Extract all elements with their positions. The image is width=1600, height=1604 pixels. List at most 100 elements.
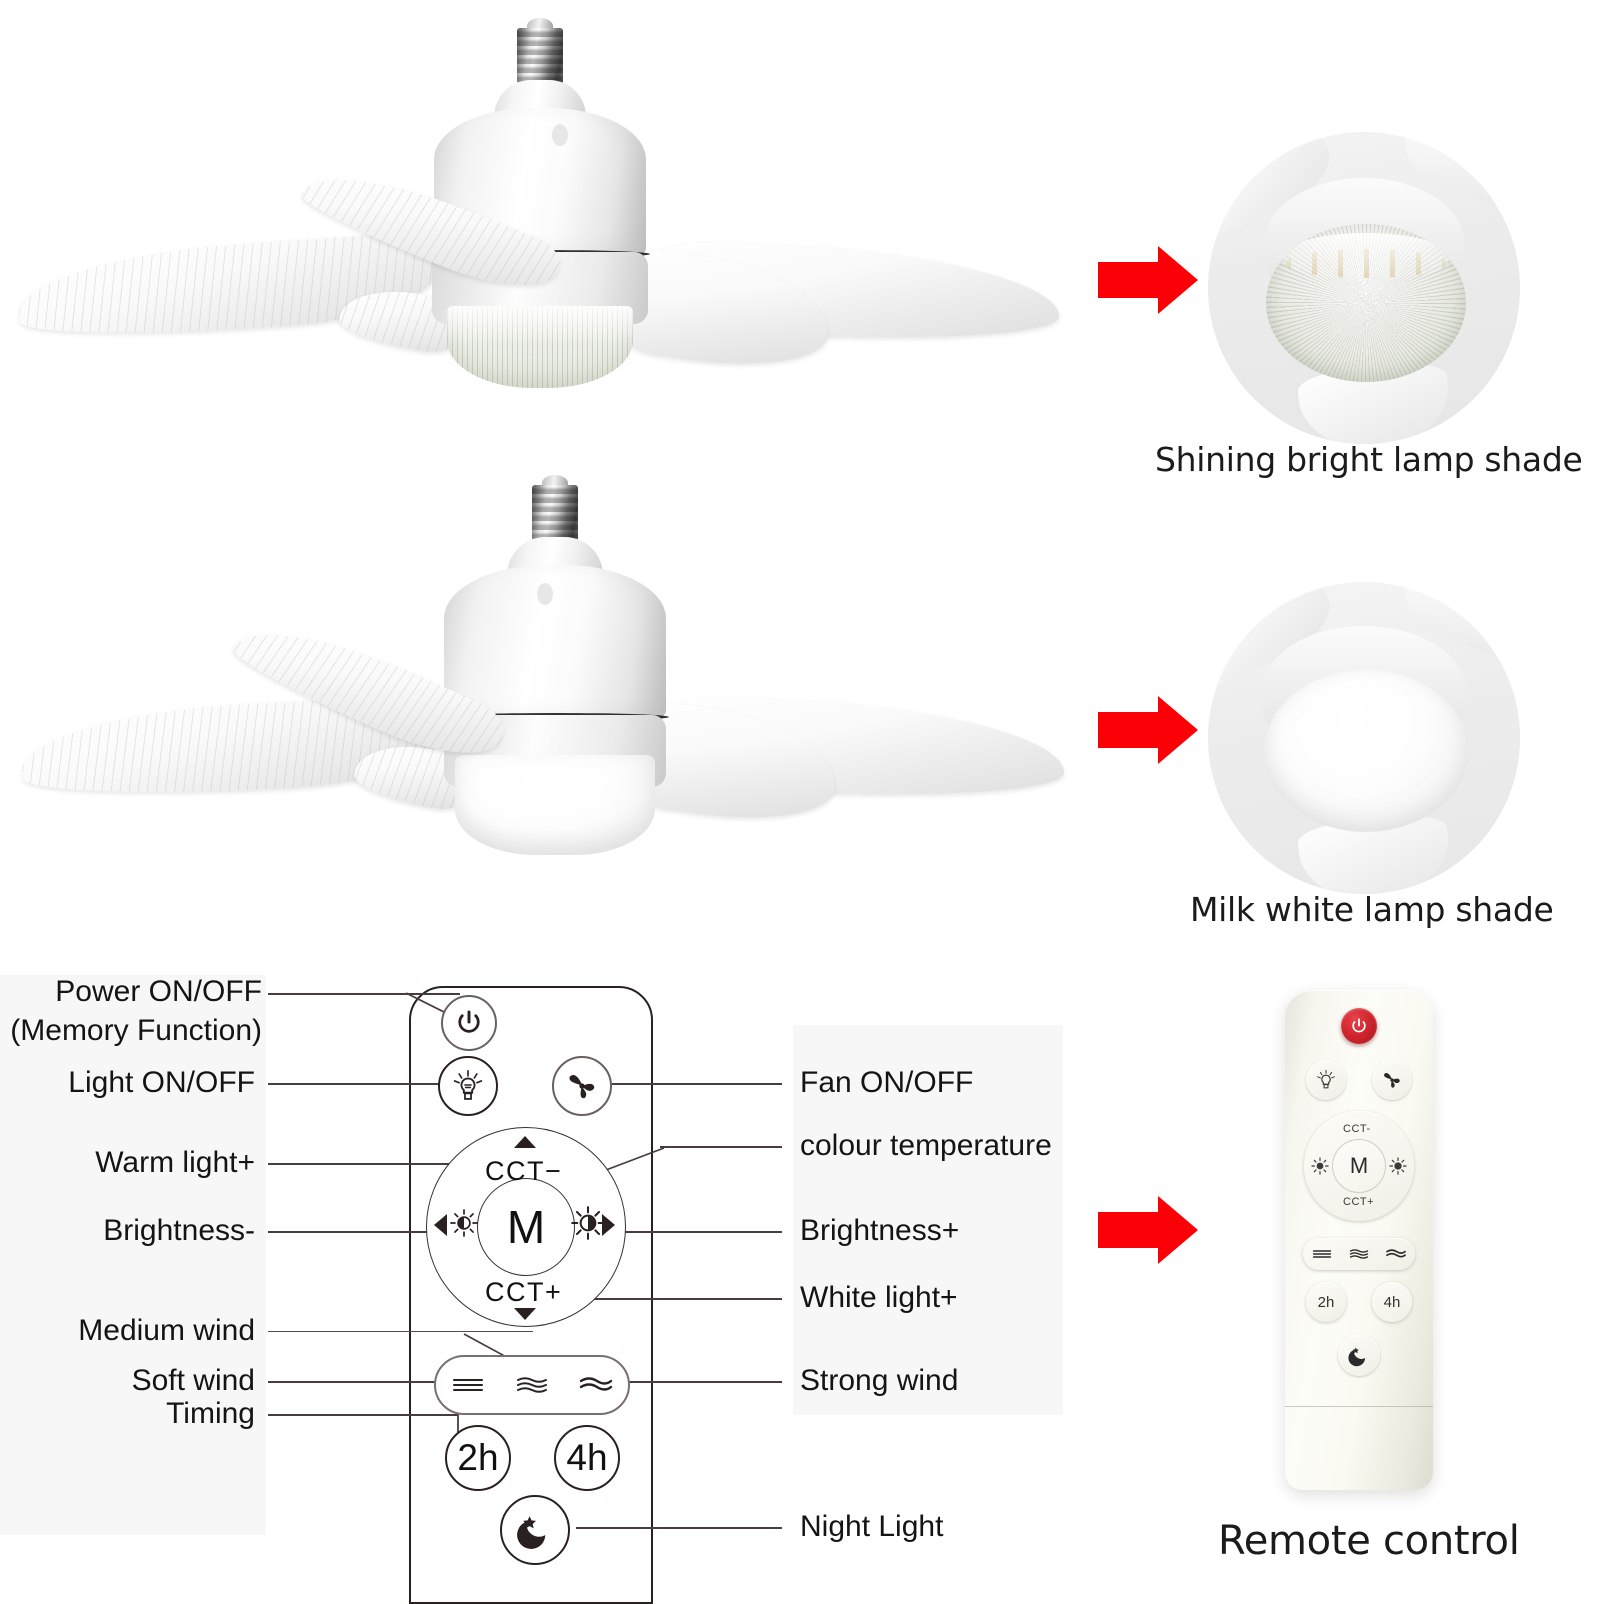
wind-soft-icon <box>1312 1250 1331 1258</box>
label-power: Power ON/OFF <box>55 975 262 1008</box>
screw-base-e27 <box>517 28 563 84</box>
remote-brightness-high-icon <box>1389 1157 1407 1175</box>
leader-strong-wind <box>604 1381 782 1383</box>
leader-fan <box>612 1083 782 1085</box>
arrow-head <box>1158 1196 1198 1264</box>
moon-star-icon <box>517 1516 546 1549</box>
diagram-light-button[interactable] <box>438 1056 498 1116</box>
diagram-brightness-down-arrow[interactable] <box>434 1214 447 1236</box>
leader-white-light <box>586 1298 782 1300</box>
leader-brightness-up <box>620 1231 782 1233</box>
brightness-low-icon <box>450 1209 478 1237</box>
diagram-cct-minus-label: CCT− <box>485 1156 563 1186</box>
bulb-vent <box>552 124 568 146</box>
diagram-night-light-button[interactable] <box>500 1495 570 1565</box>
remote-wind-pill[interactable] <box>1303 1238 1415 1270</box>
leader-light <box>268 1083 458 1085</box>
diagram-cct-plus-label: CCT+ <box>485 1277 563 1307</box>
arrow-head <box>1158 246 1198 314</box>
label-white-light: White light+ <box>800 1281 958 1314</box>
lamp-shade-clear <box>447 306 633 388</box>
label-medium-wind: Medium wind <box>78 1314 255 1347</box>
diagram-cct-down-arrow[interactable] <box>514 1308 536 1320</box>
wind-strong-icon <box>1386 1249 1407 1258</box>
caption-milk-shade: Milk white lamp shade <box>1190 890 1554 929</box>
leader-medium-wind <box>268 1331 533 1333</box>
arrow-shaft <box>1098 712 1160 748</box>
red-arrow-to-remote <box>1098 1195 1198 1265</box>
label-fan-onoff: Fan ON/OFF <box>800 1066 974 1099</box>
remote-mode-button[interactable]: M <box>1332 1139 1386 1193</box>
diagram-panel-left <box>0 975 266 1535</box>
arrow-shaft <box>1098 262 1160 298</box>
leader-warm <box>268 1163 488 1165</box>
wind-medium-icon <box>1349 1249 1369 1259</box>
detail-circle-milk-shade <box>1208 582 1520 894</box>
leader-soft-wind <box>268 1381 453 1383</box>
bulb-assembly <box>395 455 715 875</box>
wind-medium-icon <box>517 1377 547 1393</box>
remote-timer-2h[interactable]: 2h <box>1306 1282 1346 1322</box>
red-arrow-to-clear-shade <box>1098 245 1198 315</box>
wind-strong-icon <box>579 1377 613 1391</box>
diagram-timer-2h[interactable]: 2h <box>445 1425 511 1491</box>
bulb-assembly <box>380 0 700 400</box>
diagram-mode-button[interactable]: M <box>477 1178 575 1276</box>
diagram-brightness-up-arrow[interactable] <box>602 1214 615 1236</box>
diagram-panel-right <box>793 1025 1063 1335</box>
leader-brightness-down <box>268 1231 438 1233</box>
moon-star-icon <box>1348 1347 1366 1367</box>
arrow-head <box>1158 696 1198 764</box>
diagram-wind-pill[interactable] <box>434 1355 630 1415</box>
led-array <box>1286 249 1446 278</box>
circle-photo <box>1208 582 1520 894</box>
remote-battery-seam <box>1285 1406 1433 1407</box>
label-strong-wind: Strong wind <box>800 1364 959 1397</box>
diagram-fan-button[interactable] <box>552 1056 612 1116</box>
product-photo-milk-shade <box>0 455 1080 905</box>
bulb-icon <box>1317 1069 1335 1089</box>
screw-base-e27 <box>532 485 578 541</box>
wind-soft-icon <box>453 1379 483 1391</box>
remote-power-button[interactable] <box>1341 1008 1377 1044</box>
milk-lens <box>1264 670 1468 832</box>
leader-colour-temp <box>660 1146 782 1148</box>
bulb-body <box>444 565 666 723</box>
bulb-icon <box>453 1069 483 1100</box>
remote-night-light-button[interactable] <box>1338 1334 1380 1376</box>
diagram-timer-4h[interactable]: 4h <box>554 1425 620 1491</box>
remote-cct-minus-label: CCT- <box>1343 1123 1371 1135</box>
detail-circle-clear-shade <box>1208 132 1520 444</box>
arrow-shaft <box>1098 1212 1160 1248</box>
remote-brightness-low-icon <box>1311 1157 1329 1175</box>
power-icon <box>1352 1018 1366 1033</box>
remote-timer-4h[interactable]: 4h <box>1372 1282 1412 1322</box>
brightness-high-icon <box>571 1206 605 1240</box>
remote-light-button[interactable] <box>1306 1060 1346 1100</box>
label-brightness-down: Brightness- <box>103 1214 255 1247</box>
remote-fan-button[interactable] <box>1372 1060 1412 1100</box>
caption-clear-shade: Shining bright lamp shade <box>1155 440 1583 479</box>
leader-night-light <box>576 1527 782 1529</box>
label-light-onoff: Light ON/OFF <box>68 1066 255 1099</box>
fan-icon <box>1384 1073 1400 1088</box>
diagram-cct-up-arrow[interactable] <box>514 1136 536 1148</box>
remote-cct-plus-label: CCT+ <box>1343 1196 1375 1208</box>
circle-photo <box>1208 132 1520 444</box>
label-power-memory: (Memory Function) <box>10 1014 262 1047</box>
label-timing: Timing <box>166 1397 255 1430</box>
label-brightness-up: Brightness+ <box>800 1214 960 1247</box>
caption-remote-control: Remote control <box>1218 1518 1520 1564</box>
leader-timing <box>268 1414 458 1416</box>
diagram-panel-right-lower <box>793 1325 1063 1415</box>
leader-power <box>268 993 460 995</box>
power-icon <box>458 1010 480 1033</box>
lamp-shade-milk <box>455 755 655 855</box>
bulb-vent <box>537 583 553 605</box>
label-colour-temperature: colour temperature <box>800 1129 1052 1162</box>
remote-photo: M CCT- CCT+ <box>1285 990 1433 1490</box>
diagram-power-button[interactable] <box>441 995 497 1051</box>
product-photo-clear-shade <box>0 0 1080 440</box>
fan-icon <box>569 1074 595 1099</box>
clear-lens <box>1266 224 1466 382</box>
